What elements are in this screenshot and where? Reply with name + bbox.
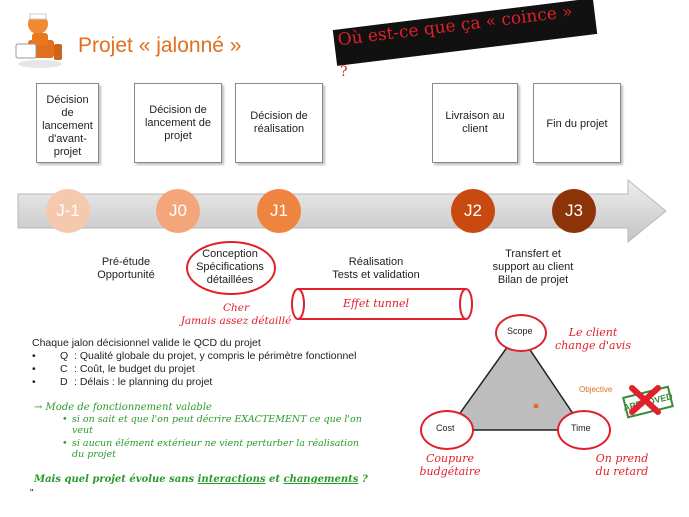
milestone-j3: J3 [552, 189, 596, 233]
triangle-label-scope: Scope [507, 326, 533, 336]
decision-box-realisation: Décision de réalisation [235, 83, 323, 163]
note-retard: On prend du retard [595, 452, 649, 478]
phase-conception: Conception Spécifications détaillées [196, 248, 264, 286]
note-client: Le client change d'avis [555, 326, 631, 352]
decision-box-avant-projet: Décision de lancement d'avant-projet [36, 83, 99, 163]
milestone-j-1: J-1 [46, 189, 90, 233]
cross-icon [629, 385, 661, 415]
milestone-j2: J2 [451, 189, 495, 233]
banner-question-mark: ? [340, 64, 348, 80]
note-coupure: Coupure budgétaire [419, 452, 481, 478]
note-effet-tunnel: Effet tunnel [343, 297, 409, 310]
phase-pre-etude: Pré-étude Opportunité [97, 256, 155, 281]
mascot-logo [15, 13, 62, 68]
triangle-label-time: Time [571, 423, 591, 433]
conception-highlight-circle [186, 241, 276, 295]
triangle-diagram [446, 330, 586, 431]
milestone-j1: J1 [257, 189, 301, 233]
decision-box-livraison: Livraison au client [432, 83, 518, 163]
mode-item-1: •si on sait et que l'on peut décrire EXA… [62, 414, 362, 436]
decision-box-lancement: Décision de lancement de projet [134, 83, 222, 163]
qcd-item-d: •D: Délais : le planning du projet [32, 376, 213, 388]
triangle-label-objective: Objective [579, 385, 613, 394]
mode-item-2: •si aucun élément extérieur ne vient per… [62, 438, 360, 460]
qcd-item-q: •Q: Qualité globale du projet, y compris… [32, 350, 357, 362]
tunnel-cylinder [291, 288, 473, 320]
footer-mark: " [30, 488, 34, 499]
milestone-j0: J0 [156, 189, 200, 233]
qcd-intro: Chaque jalon décisionnel valide le QCD d… [32, 337, 261, 349]
mode-question: Mais quel projet évolue sans interaction… [34, 474, 368, 485]
scope-circle [495, 314, 547, 352]
qcd-item-c: •C: Coût, le budget du projet [32, 363, 195, 375]
phase-transfert: Transfert et support au client Bilan de … [492, 248, 574, 286]
phase-realisation: Réalisation Tests et validation [332, 256, 420, 281]
triangle-label-cost: Cost [436, 423, 455, 433]
qcd-list: Chaque jalon décisionnel valide le QCD d… [32, 337, 356, 389]
note-cher: Cher Jamais assez détaillé [180, 302, 292, 327]
mode-heading: → Mode de fonctionnement valable [34, 402, 212, 413]
decision-box-fin: Fin du projet [533, 83, 621, 163]
cost-circle [420, 410, 474, 450]
page-title: Projet « jalonné » [78, 34, 242, 57]
time-circle [557, 410, 611, 450]
